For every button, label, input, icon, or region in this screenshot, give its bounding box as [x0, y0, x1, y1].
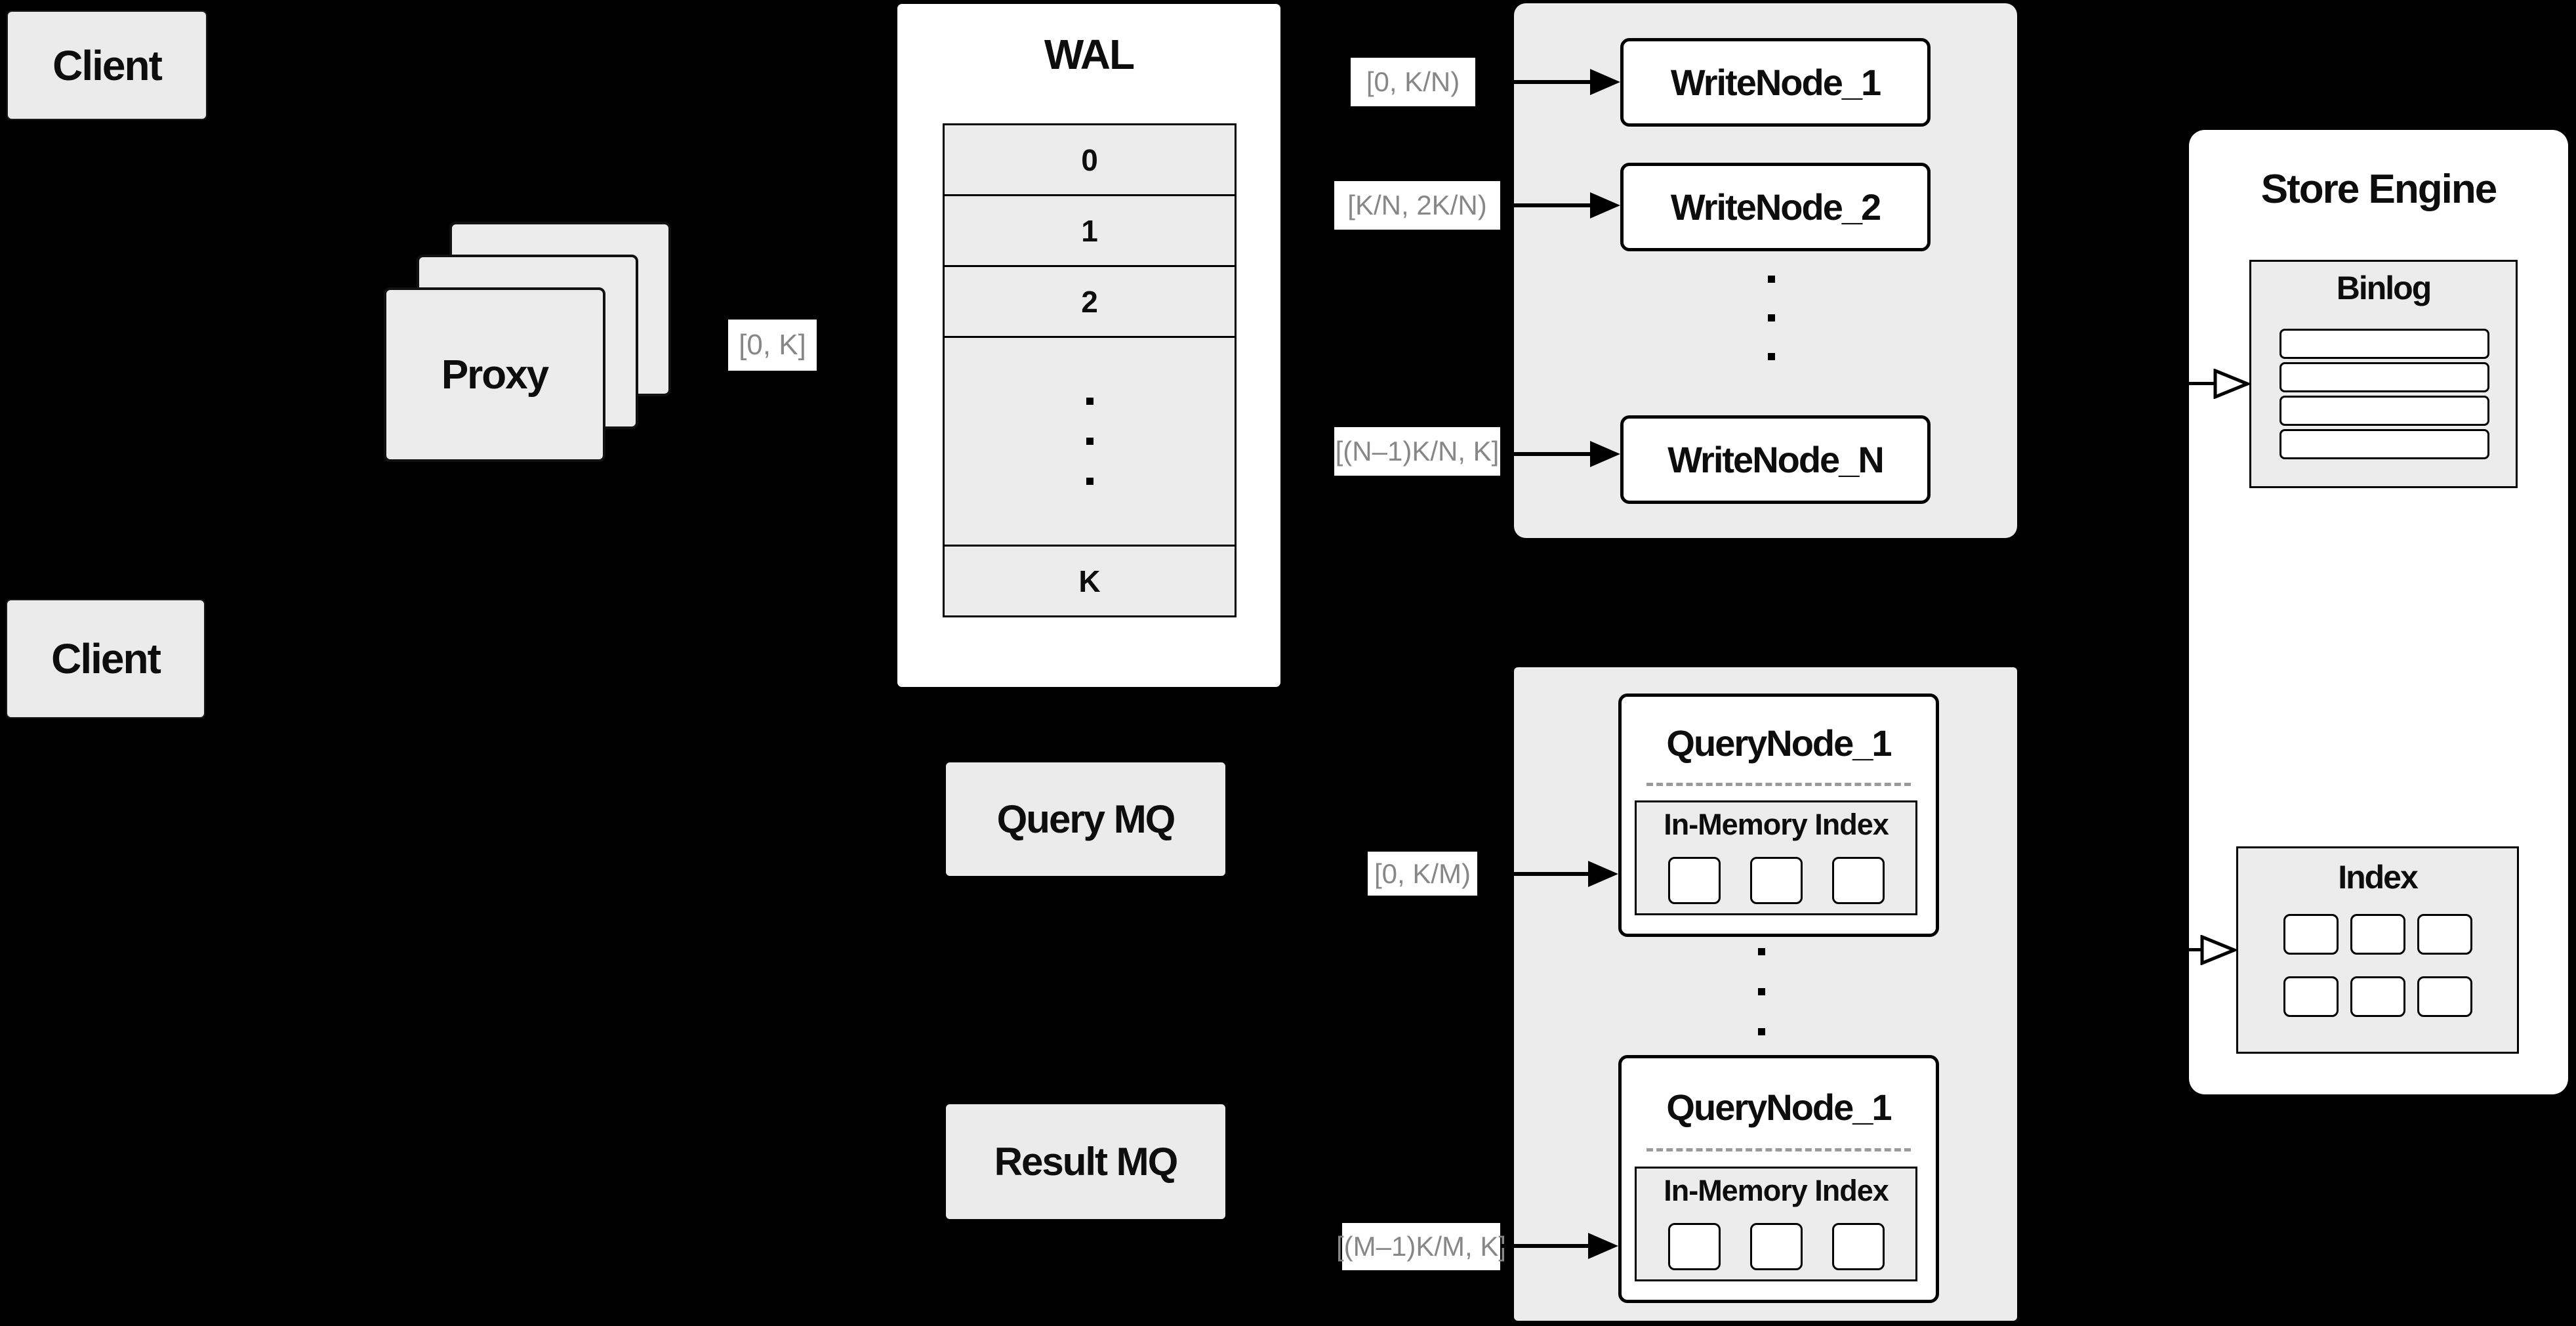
- write-node-n: WriteNode_N: [1620, 415, 1931, 504]
- binlog-title: Binlog: [2336, 270, 2432, 306]
- arrow-to-binlog: [2152, 365, 2249, 402]
- write-node-ellipsis: [1768, 276, 1775, 360]
- write-node-n-label: WriteNode_N: [1667, 439, 1885, 480]
- wal-segment-k: K: [945, 547, 1235, 615]
- wal-segment-table: 0 1 2 K: [943, 123, 1237, 617]
- in-memory-index-2-label: In-Memory Index: [1664, 1174, 1889, 1207]
- range-label-query-m: [(M–1)K/M, K]: [1336, 1223, 1506, 1270]
- query-mq-label: Query MQ: [996, 797, 1176, 841]
- index-title-wrap: Index: [2238, 856, 2517, 898]
- in-memory-index-2: In-Memory Index: [1635, 1167, 1917, 1281]
- in-memory-index-1: In-Memory Index: [1635, 800, 1917, 915]
- binlog-title-wrap: Binlog: [2251, 267, 2516, 309]
- query-node-1: QueryNode_1 In-Memory Index: [1618, 694, 1939, 937]
- store-engine-title: Store Engine: [2260, 166, 2497, 212]
- store-engine-title-wrap: Store Engine: [2189, 156, 2568, 222]
- index-cells-row-1: [2238, 914, 2517, 955]
- arrow-to-query-node-1: [1478, 861, 1618, 887]
- range-label-write-n: [(N–1)K/N, K]: [1334, 427, 1500, 476]
- result-mq-node: Result MQ: [946, 1104, 1225, 1219]
- in-memory-index-2-segments: [1637, 1223, 1915, 1270]
- result-mq-label: Result MQ: [994, 1140, 1179, 1184]
- client-bottom-label: Client: [51, 635, 161, 682]
- client-node-bottom: Client: [6, 599, 205, 718]
- wal-ellipsis: [945, 338, 1235, 547]
- in-memory-index-1-title-wrap: In-Memory Index: [1637, 806, 1915, 843]
- query-node-1-title-wrap: QueryNode_1: [1622, 707, 1936, 778]
- open-arrowhead-binlog: [2213, 369, 2249, 399]
- in-memory-index-2-title-wrap: In-Memory Index: [1637, 1172, 1915, 1209]
- wal-panel: WAL 0 1 2 K: [895, 2, 1282, 689]
- arrow-to-write-node-n: [1501, 441, 1620, 467]
- write-node-1: WriteNode_1: [1620, 38, 1931, 127]
- write-node-1-label: WriteNode_1: [1670, 62, 1881, 103]
- range-label-query-1: [0, K/M): [1368, 852, 1477, 896]
- proxy-node: Proxy: [384, 287, 605, 462]
- arrow-to-index: [2152, 932, 2236, 968]
- arrow-to-write-node-1: [1476, 69, 1620, 95]
- query-node-1-label: QueryNode_1: [1666, 722, 1892, 764]
- query-node-m-separator: [1646, 1148, 1911, 1151]
- client-top-label: Client: [52, 41, 163, 89]
- range-label-0-k: [0, K]: [728, 320, 817, 371]
- query-node-m: QueryNode_1 In-Memory Index: [1618, 1055, 1939, 1303]
- range-label-write-1: [0, K/N): [1351, 58, 1475, 106]
- query-node-m-title-wrap: QueryNode_1: [1622, 1071, 1936, 1142]
- wal-segment-0: 0: [945, 125, 1235, 196]
- wal-segment-1: 1: [945, 196, 1235, 267]
- store-engine-panel: Store Engine Binlog Index: [2189, 130, 2568, 1094]
- query-mq-node: Query MQ: [946, 762, 1225, 876]
- in-memory-index-1-label: In-Memory Index: [1664, 808, 1889, 841]
- index-title: Index: [2338, 859, 2419, 896]
- query-node-1-separator: [1646, 783, 1911, 786]
- open-arrowhead-index: [2200, 935, 2236, 965]
- write-node-2: WriteNode_2: [1620, 163, 1931, 251]
- wal-title: WAL: [1044, 31, 1135, 78]
- client-node-top: Client: [7, 10, 207, 120]
- binlog-segments: [2280, 329, 2489, 459]
- query-node-ellipsis: [1758, 948, 1765, 1035]
- query-node-m-label: QueryNode_1: [1666, 1086, 1892, 1128]
- proxy-label: Proxy: [441, 352, 549, 398]
- in-memory-index-1-segments: [1637, 857, 1915, 904]
- index-cells-row-2: [2238, 976, 2517, 1017]
- arrow-to-query-node-m: [1501, 1233, 1618, 1259]
- wal-segment-2: 2: [945, 267, 1235, 338]
- binlog-box: Binlog: [2249, 260, 2518, 488]
- write-node-2-label: WriteNode_2: [1670, 186, 1881, 228]
- index-box: Index: [2236, 846, 2519, 1054]
- range-label-write-2: [K/N, 2K/N): [1334, 181, 1500, 230]
- arrow-to-write-node-2: [1501, 192, 1620, 218]
